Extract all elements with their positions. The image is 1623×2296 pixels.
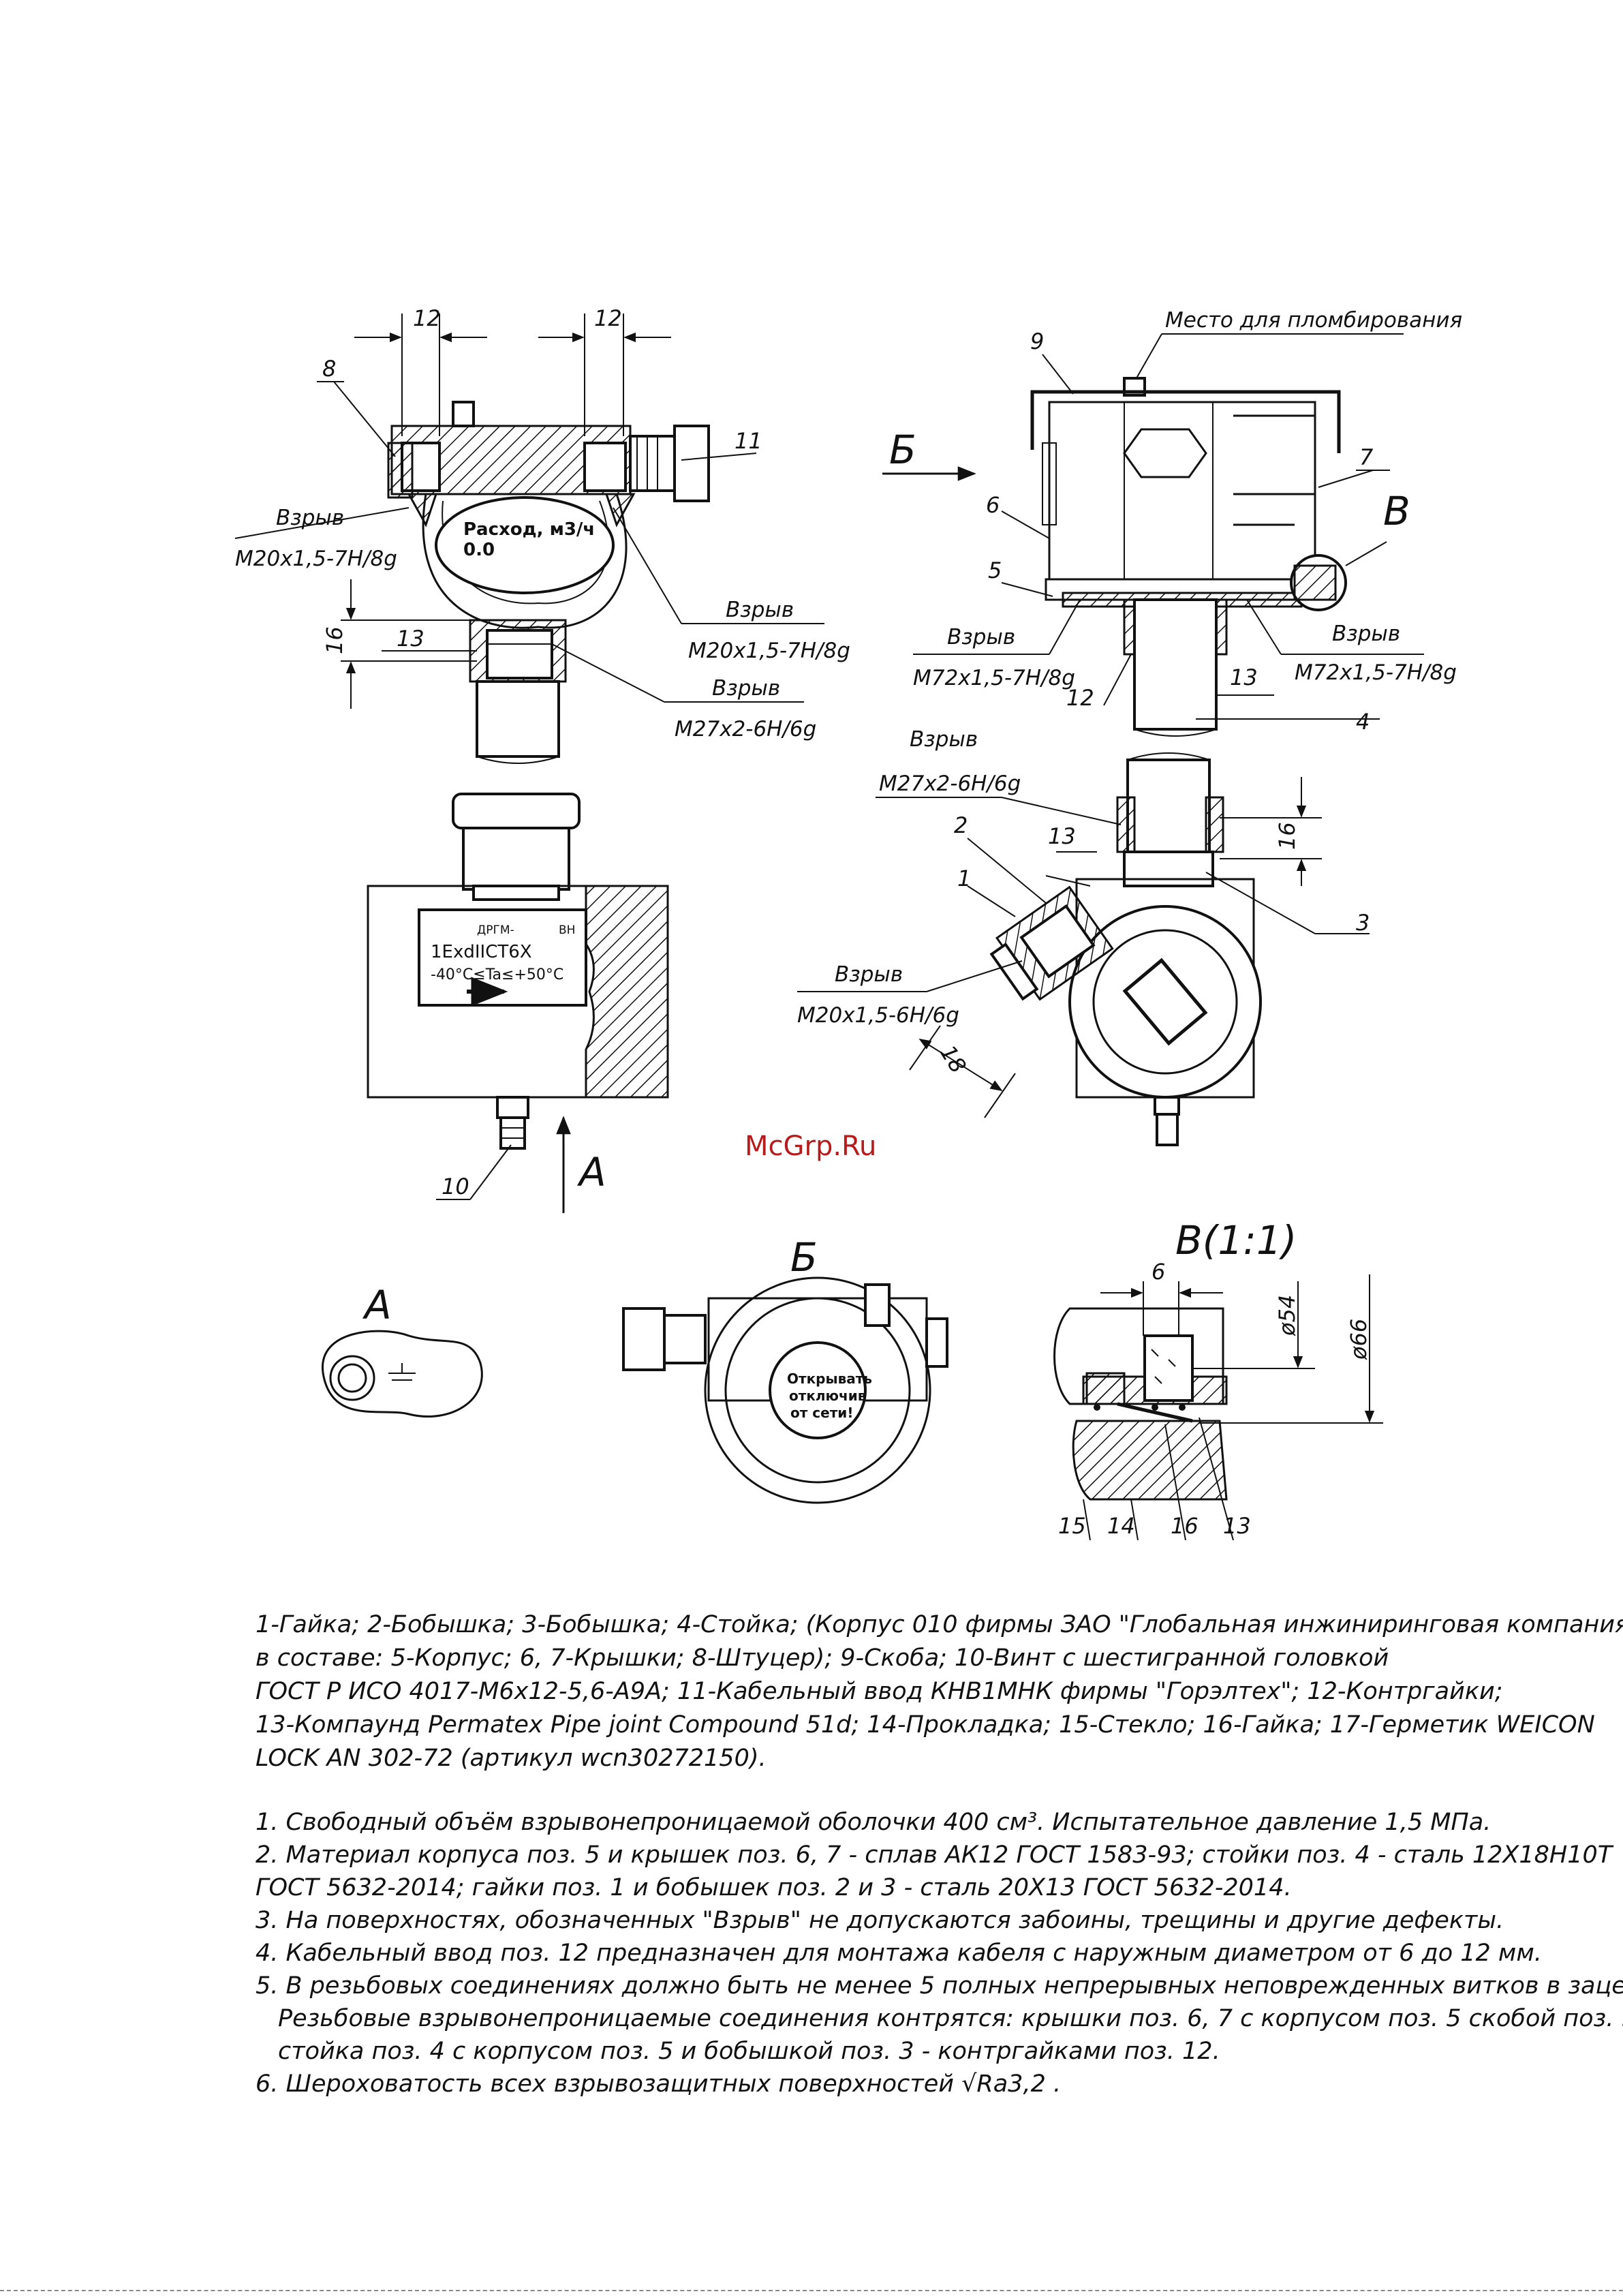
technical-requirements: 1. Свободный объём взрывонепроницаемой о… [256, 1809, 1623, 2098]
thread-left-top-label: Взрыв [276, 506, 344, 530]
nameplate-marking: 1ExdIICT6X [431, 942, 532, 962]
right-section-view: Б Место для пломбирования 9 6 7 5 В [882, 308, 1462, 737]
dim-16-right: 16 [1274, 822, 1300, 850]
callout-7: 7 [1359, 444, 1374, 470]
view-a-title: А [362, 1282, 392, 1328]
thread-left-low-spec: М27х2-6Н/6g [675, 717, 816, 741]
req-line-2: 2. Материал корпуса поз. 5 и крышек поз.… [256, 1841, 1614, 1869]
view-b: Б Открывать отключив от сети! [622, 1234, 948, 1504]
dim-18: 18 [935, 1041, 972, 1078]
callout-10: 10 [442, 1174, 469, 1199]
dim-12-left: 12 [413, 305, 441, 331]
req-line-3: ГОСТ 5632-2014; гайки поз. 1 и бобышек п… [256, 1874, 1292, 1901]
dim-13-lower: 13 [1048, 823, 1076, 849]
req-line-4: 3. На поверхностях, обозначенных "Взрыв"… [256, 1907, 1504, 1934]
view-v-detail: В(1:1) 6 ø54 ø66 15 14 16 13 [1053, 1217, 1383, 1541]
dim-6: 6 [1151, 1259, 1165, 1285]
thread-m27-spec: М27х2-6Н/6g [879, 771, 1021, 796]
view-a: А [321, 1282, 483, 1418]
thread-m72-left-spec: М72х1,5-7Н/8g [913, 666, 1075, 690]
nameplate-brand: ДРГМ- [477, 923, 514, 937]
thread-m27-label: Взрыв [910, 727, 978, 752]
req-line-1: 1. Свободный объём взрывонепроницаемой о… [256, 1809, 1491, 1836]
thread-left-mid-label: Взрыв [726, 598, 794, 622]
view-v-title: В(1:1) [1175, 1217, 1297, 1264]
thread-m72-left-label: Взрыв [947, 625, 1015, 649]
nameplate-temp: -40°C≤Ta≤+50°C [431, 966, 563, 983]
display-value: 0.0 [463, 540, 495, 560]
callout-11: 11 [735, 428, 762, 454]
thread-m72-right-spec: М72х1,5-7Н/8g [1295, 660, 1457, 685]
thread-left-mid-spec: М20х1,5-7Н/8g [688, 639, 850, 663]
callout-16: 15 [1058, 1513, 1086, 1539]
req-line-8: стойка поз. 4 с корпусом поз. 5 и бобышк… [278, 2038, 1220, 2065]
parts-line-2: в составе: 5-Корпус; 6, 7-Крышки; 8-Штуц… [256, 1644, 1389, 1672]
dim-16-left: 16 [322, 626, 347, 654]
left-section-view: 12 12 Расход, м3/ч 0.0 [234, 305, 850, 764]
cover-text-line-1: Открывать [787, 1371, 872, 1387]
cover-text-line-2: отключив [789, 1388, 866, 1404]
dim-d66: ø66 [1346, 1319, 1372, 1360]
req-line-7: Резьбовые взрывонепроницаемые соединения… [278, 2005, 1623, 2032]
thread-left-top-spec: М20х1,5-7Н/8g [235, 547, 397, 571]
display-title: Расход, м3/ч [463, 519, 595, 540]
thread-m20-spec: М20х1,5-6Н/6g [797, 1003, 959, 1028]
thread-left-low-label: Взрыв [712, 676, 780, 701]
view-arrow-b: Б [889, 427, 916, 473]
callout-13-left: 13 [397, 626, 424, 652]
callout-3: 3 [1356, 910, 1370, 936]
page-edge-rule [0, 2290, 1623, 2291]
view-arrow-a: А [576, 1149, 606, 1195]
watermark: McGrp.Ru [745, 1131, 876, 1162]
dim-12-right: 12 [594, 305, 622, 331]
dim-13-right: 13 [1230, 664, 1258, 690]
dim-d54: ø54 [1274, 1295, 1300, 1336]
callout-4: 4 [1356, 709, 1370, 735]
callout-6: 6 [986, 492, 1000, 518]
callout-9: 9 [1030, 328, 1044, 354]
callout-12: 12 [1066, 685, 1094, 711]
seal-place-label: Место для пломбирования [1165, 308, 1462, 333]
nameplate-vn: ВН [559, 923, 575, 937]
cover-text-line-3: от сети! [790, 1405, 853, 1421]
parts-line-1: 1-Гайка; 2-Бобышка; 3-Бобышка; 4-Стойка;… [256, 1611, 1623, 1638]
callout-17: 16 [1171, 1513, 1199, 1539]
thread-m20-label: Взрыв [835, 962, 903, 987]
callout-2: 2 [954, 812, 968, 838]
callout-14: 13 [1223, 1513, 1251, 1539]
parts-line-4: 13-Компаунд Permatex Pipe joint Compound… [256, 1711, 1595, 1739]
thread-m72-right-label: Взрыв [1332, 622, 1400, 646]
parts-list: 1-Гайка; 2-Бобышка; 3-Бобышка; 4-Стойка;… [256, 1611, 1623, 1772]
parts-line-5: LOCK AN 302-72 (артикул wcn30272150). [256, 1745, 767, 1772]
left-body-view: ДРГМ- ВН 1ExdIICT6X -40°C≤Ta≤+50°C 10 А [367, 793, 669, 1213]
view-b-title: Б [790, 1234, 818, 1281]
detail-v-callout: В [1383, 488, 1410, 534]
parts-line-3: ГОСТ Р ИСО 4017-М6х12-5,6-А9А; 11-Кабель… [256, 1678, 1503, 1705]
right-lower-view: 16 Взрыв М27х2-6Н/6g 3 2 1 13 [797, 727, 1370, 1146]
req-line-9: 6. Шероховатость всех взрывозащитных пов… [256, 2070, 1061, 2098]
callout-15: 14 [1107, 1513, 1135, 1539]
callout-1: 1 [957, 866, 971, 891]
req-line-6: 5. В резьбовых соединениях должно быть н… [256, 1972, 1623, 2000]
req-line-5: 4. Кабельный ввод поз. 12 предназначен д… [256, 1940, 1542, 1967]
callout-8: 8 [322, 356, 336, 382]
callout-5: 5 [988, 557, 1002, 583]
